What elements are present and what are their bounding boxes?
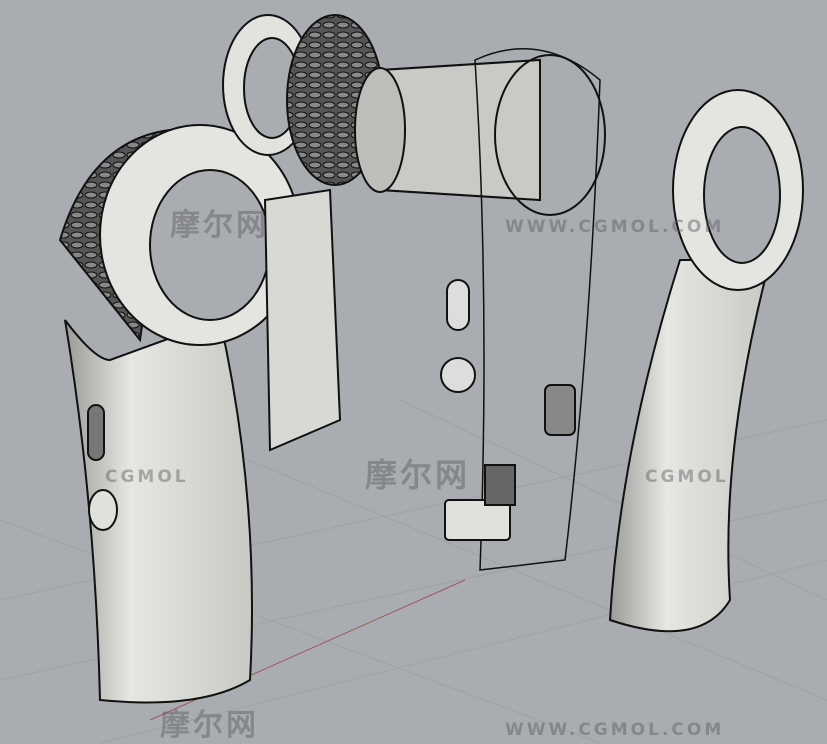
connector-part xyxy=(484,464,516,506)
watermark-url: WWW.CGMOL.COM xyxy=(505,217,725,237)
watermark-url: WWW.CGMOL.COM xyxy=(505,720,725,740)
back-housing xyxy=(222,14,384,452)
watermark-cn: 摩尔网 xyxy=(170,208,269,243)
watermark-cn: 摩尔网 xyxy=(160,708,259,743)
round-button-part xyxy=(440,357,476,393)
inner-cylinder xyxy=(354,48,606,571)
usb-port-part xyxy=(544,384,576,436)
left-handle-assembly xyxy=(58,124,301,704)
button-part xyxy=(446,279,470,331)
watermark-brand: CGMOL xyxy=(645,467,729,487)
watermark-brand: CGMOL xyxy=(105,467,189,487)
watermark-cn: 摩尔网 xyxy=(365,456,471,494)
small-components xyxy=(440,279,576,541)
battery-part xyxy=(444,499,511,541)
right-handle xyxy=(608,89,804,633)
